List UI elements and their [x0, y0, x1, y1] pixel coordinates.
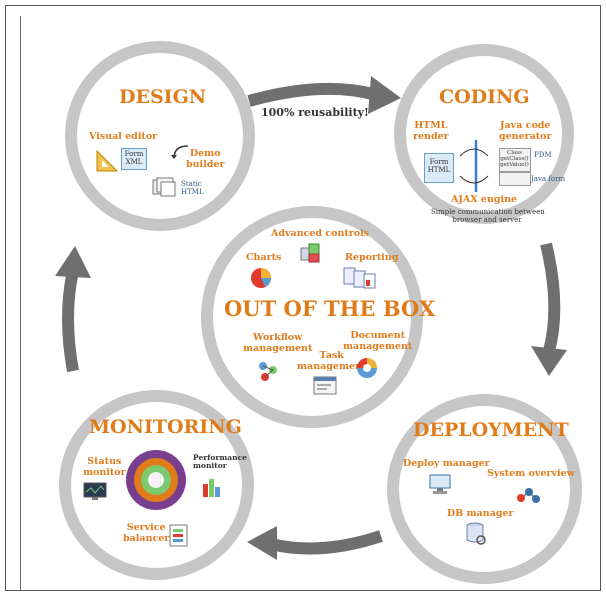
deploy-manager-label: Deploy manager — [403, 458, 490, 469]
java-code-text: Class getClass() getValue() — [500, 150, 529, 168]
document-label: Document management — [343, 330, 413, 352]
advanced-controls-label: Advanced controls — [271, 228, 370, 239]
arrow-deployment-to-monitoring — [247, 526, 383, 560]
computer-icon — [429, 474, 451, 494]
java-code-box — [499, 148, 531, 172]
workflow-label: Workflow management — [243, 332, 313, 354]
exchange-arrows-icon — [459, 140, 489, 192]
java-form-box — [499, 172, 531, 186]
ruler-icon — [96, 149, 119, 172]
diagram-canvas: DESIGN Visual editor Form XML Demo build… — [20, 16, 597, 591]
controls-icon — [300, 243, 320, 263]
design-title: DESIGN — [119, 86, 207, 108]
balancer-icon — [169, 524, 188, 547]
bar-chart-icon — [203, 479, 220, 497]
reusability-label: 100% reusability! — [261, 106, 369, 119]
static-html-label: Static HTML — [181, 180, 204, 196]
performance-monitor-label: Performance monitor — [193, 453, 247, 470]
workflow-icon — [259, 362, 277, 381]
reports-icon — [343, 267, 376, 289]
monitor-icon — [83, 482, 107, 500]
demo-builder-label: Demo builder — [186, 148, 225, 170]
diagram-frame: DESIGN Visual editor Form XML Demo build… — [5, 5, 601, 591]
form-html-box — [424, 153, 454, 183]
pie-chart-icon — [251, 268, 271, 288]
java-form-label: Java form — [531, 175, 566, 183]
lifecycle-wheel-icon — [126, 450, 186, 510]
task-label: Task management — [297, 350, 367, 372]
status-monitor-label: Status monitor — [83, 456, 126, 478]
deployment-title: DEPLOYMENT — [413, 419, 569, 441]
coding-title: CODING — [439, 86, 530, 108]
db-manager-label: DB manager — [447, 508, 514, 519]
pages-icon — [152, 177, 176, 197]
task-icon — [313, 376, 337, 395]
ajax-desc-label: Simple communication between browser and… — [431, 208, 545, 224]
out-of-the-box-title: OUT OF THE BOX — [224, 296, 436, 321]
form-html-label: Form HTML — [427, 158, 451, 174]
visual-editor-label: Visual editor — [89, 131, 158, 142]
database-icon — [466, 522, 486, 545]
system-overview-label: System overview — [487, 468, 575, 479]
document-icon — [357, 358, 377, 378]
form-xml-icon — [121, 148, 147, 170]
form-xml-label: Form XML — [124, 150, 144, 166]
html-render-label: HTML render — [413, 120, 449, 142]
monitoring-title: MONITORING — [89, 416, 242, 438]
arrow-coding-to-deployment — [531, 242, 567, 376]
service-balancer-label: Service balancer — [123, 522, 170, 544]
arrow-design-to-coding — [247, 76, 401, 114]
arrow-monitoring-to-design — [55, 246, 91, 373]
reporting-label: Reporting — [345, 252, 399, 263]
java-code-generator-label: Java code generator — [499, 120, 552, 142]
molecule-icon — [517, 488, 540, 503]
curved-arrow-icon — [171, 145, 189, 159]
charts-label: Charts — [246, 252, 282, 263]
pdm-label: PDM — [534, 151, 552, 159]
ajax-engine-label: AJAX engine — [451, 194, 518, 205]
